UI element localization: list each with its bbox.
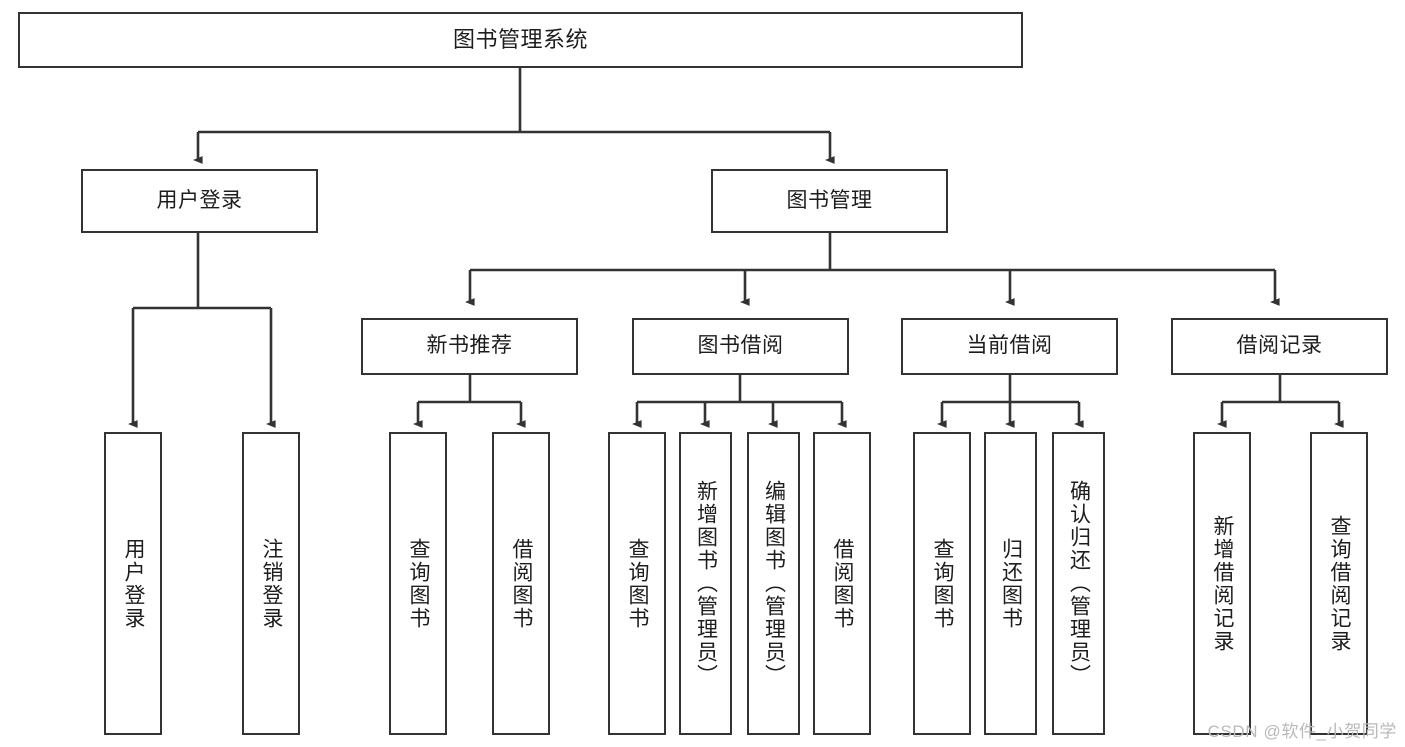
node-label: 新增图书（管理员） — [694, 480, 718, 687]
node-leaf-query-borrow-record[interactable]: 查询借阅记录 — [1310, 432, 1368, 735]
node-label: 借阅记录 — [1236, 334, 1323, 358]
node-label: 借阅图书 — [831, 537, 855, 630]
node-book-management[interactable]: 图书管理 — [711, 169, 948, 233]
node-leaf-confirm-return-admin[interactable]: 确认归还（管理员） — [1052, 432, 1105, 735]
node-label: 当前借阅 — [966, 334, 1053, 358]
node-label: 查询图书 — [407, 537, 431, 630]
node-leaf-query-book-recommend[interactable]: 查询图书 — [389, 432, 447, 735]
node-label: 用户登录 — [122, 537, 146, 630]
node-label: 查询借阅记录 — [1328, 514, 1352, 653]
node-leaf-edit-book-admin[interactable]: 编辑图书（管理员） — [747, 432, 800, 735]
node-label: 注销登录 — [260, 537, 284, 630]
node-leaf-add-borrow-record[interactable]: 新增借阅记录 — [1193, 432, 1251, 735]
node-leaf-return-book[interactable]: 归还图书 — [984, 432, 1037, 735]
node-label: 查询图书 — [931, 537, 955, 630]
node-leaf-query-book-current[interactable]: 查询图书 — [913, 432, 971, 735]
node-label: 归还图书 — [999, 537, 1023, 630]
node-label: 图书管理系统 — [452, 26, 588, 52]
node-label: 编辑图书（管理员） — [762, 480, 786, 687]
node-current-borrow[interactable]: 当前借阅 — [901, 318, 1118, 375]
node-borrow-record[interactable]: 借阅记录 — [1171, 318, 1388, 375]
node-new-book-recommend[interactable]: 新书推荐 — [361, 318, 578, 375]
node-leaf-logout[interactable]: 注销登录 — [242, 432, 300, 735]
node-leaf-user-login[interactable]: 用户登录 — [104, 432, 162, 735]
node-leaf-query-book-borrow[interactable]: 查询图书 — [608, 432, 666, 735]
node-label: 用户登录 — [156, 188, 243, 212]
node-label: 图书管理 — [786, 188, 873, 212]
node-label: 查询图书 — [626, 537, 650, 630]
node-leaf-borrow-book-recommend[interactable]: 借阅图书 — [492, 432, 550, 735]
watermark-text: CSDN @软件_小贺同学 — [1207, 722, 1397, 741]
node-user-login[interactable]: 用户登录 — [81, 169, 318, 233]
node-leaf-borrow-book[interactable]: 借阅图书 — [813, 432, 871, 735]
node-label: 借阅图书 — [510, 537, 534, 630]
node-root-system[interactable]: 图书管理系统 — [18, 12, 1023, 68]
node-label: 确认归还（管理员） — [1067, 480, 1091, 687]
node-book-borrow[interactable]: 图书借阅 — [632, 318, 849, 375]
node-label: 图书借阅 — [697, 334, 784, 358]
node-label: 新书推荐 — [426, 334, 513, 358]
node-label: 新增借阅记录 — [1211, 514, 1235, 653]
node-leaf-add-book-admin[interactable]: 新增图书（管理员） — [679, 432, 732, 735]
